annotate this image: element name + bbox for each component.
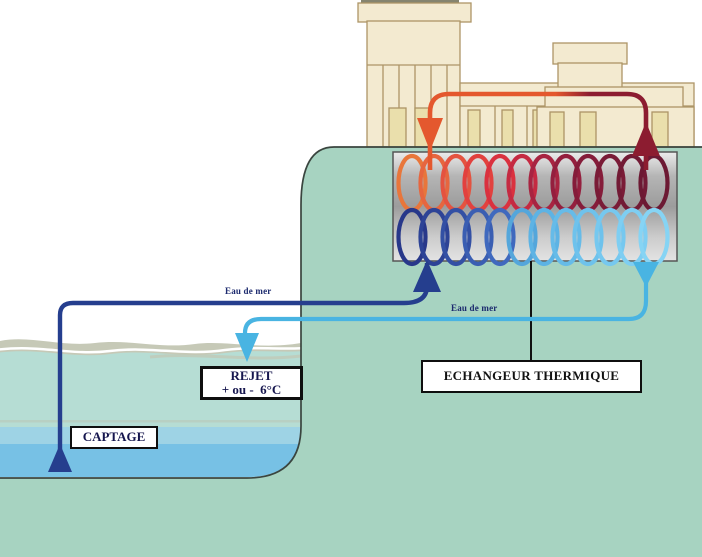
coil-loop [616, 207, 648, 267]
right-tower-mid-block [544, 86, 684, 109]
coil-loop [440, 207, 472, 267]
captage-up-arrow-icon [48, 444, 72, 472]
coil-loop [462, 207, 494, 267]
captage-label-box: CAPTAGE [70, 426, 158, 449]
sand-line [0, 420, 301, 423]
coil-loop [396, 207, 428, 267]
base-column [579, 111, 597, 148]
seawater-intake-pipe [57, 263, 430, 468]
coil-loop [594, 207, 626, 267]
right-tower-shaft [557, 62, 623, 89]
left-tower-cap [357, 2, 472, 23]
seawater-return-pipe [242, 266, 649, 336]
left-tower-shaft [366, 20, 461, 148]
rejet-temperature: + ou - 6°C [221, 382, 282, 397]
hot-supply-down-arrow-icon [417, 118, 443, 151]
left-tower-top-bar [361, 0, 459, 4]
left-tower-column [388, 107, 407, 148]
coil-loop [550, 207, 582, 267]
rejet-down-arrow-icon [235, 333, 259, 362]
cold-outlet-down-arrow-icon [633, 262, 659, 287]
hall-column [501, 109, 514, 148]
echangeur-title: ECHANGEUR THERMIQUE [443, 368, 620, 384]
coil-loop [418, 207, 450, 267]
captage-title: CAPTAGE [82, 429, 146, 445]
rejet-title: REJET [230, 367, 273, 383]
land-outline [0, 146, 702, 479]
power-plant-buildings [357, 0, 695, 148]
eau-de-mer-label-intake: Eau de mer [225, 286, 272, 296]
rejet-label-box: REJET + ou - 6°C [200, 366, 303, 400]
cold-circuit-coil [396, 207, 670, 267]
hall-column [467, 109, 481, 148]
eau-de-mer-label-return: Eau de mer [451, 303, 498, 313]
building-heat-loop-pipe [427, 91, 649, 170]
cold-inlet-up-arrow-icon [413, 260, 441, 292]
coil-loop [484, 207, 516, 267]
base-column [549, 111, 565, 148]
sea [0, 339, 301, 477]
wave-crest-line [0, 346, 301, 354]
coil-loop [506, 207, 538, 267]
second-wave-line [149, 354, 301, 360]
right-tower-cap [552, 42, 628, 65]
base-column [651, 111, 669, 148]
coil-loop [528, 207, 560, 267]
echangeur-thermique-label-box: ECHANGEUR THERMIQUE [421, 360, 642, 393]
coil-loop [572, 207, 604, 267]
hot-return-up-arrow-icon [632, 122, 660, 156]
